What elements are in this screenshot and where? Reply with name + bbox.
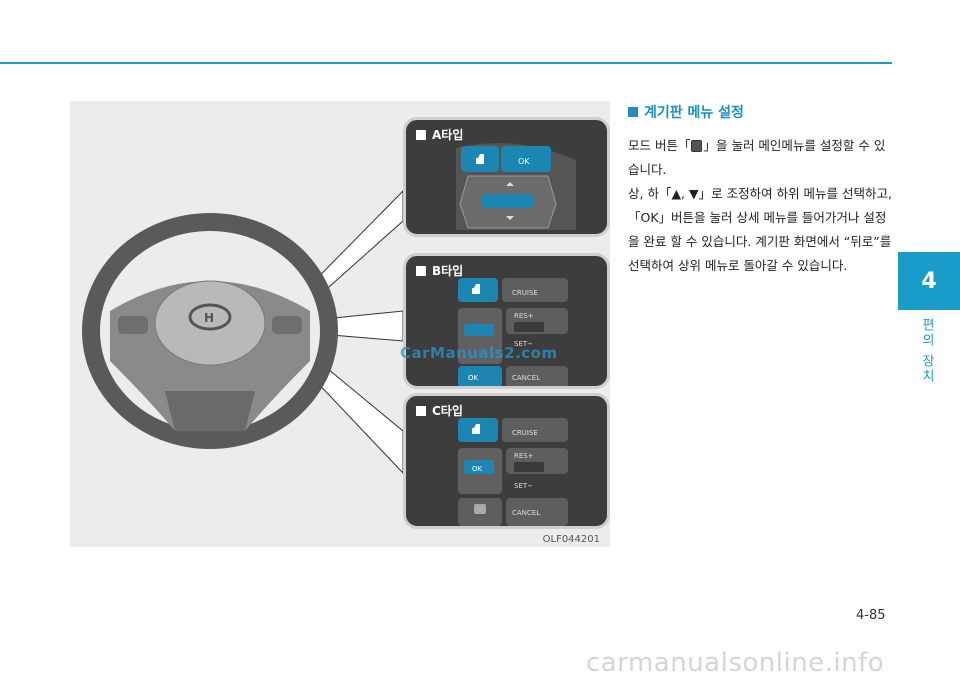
figure-code: OLF044201 <box>542 534 600 545</box>
panel-type-a: A타입 OK <box>403 117 610 237</box>
cruise-label: CRUISE <box>512 289 538 297</box>
mode-button-icon <box>691 140 703 152</box>
section-heading: 계기판 메뉴 설정 <box>628 102 892 122</box>
footer-site-name: carmanualsonline.info <box>586 648 885 678</box>
panel-type-b: B타입 CRUISE RES+ SET− OK CANCEL <box>403 253 610 389</box>
label-square-icon <box>416 129 426 140</box>
ok-button-label: OK <box>518 157 530 166</box>
cancel-label: CANCEL <box>512 509 540 517</box>
label-square-icon <box>416 265 426 276</box>
panel-type-b-label: B타입 <box>416 262 463 279</box>
paragraph-mode-button: 모드 버튼「」을 눌러 메인메뉴를 설정할 수 있습니다. <box>628 138 886 177</box>
cancel-label: CANCEL <box>512 374 540 382</box>
steering-wheel-illustration: H <box>82 189 404 475</box>
cruise-label: CRUISE <box>512 429 538 437</box>
res-label: RES+ <box>514 312 534 320</box>
type-b-controls: CRUISE RES+ SET− OK CANCEL <box>458 278 568 386</box>
header-rule <box>0 62 892 64</box>
page-number: 4-85 <box>856 608 886 623</box>
heading-square-icon <box>628 107 638 117</box>
set-label: SET− <box>514 340 533 348</box>
text-column: 계기판 메뉴 설정 모드 버튼「」을 눌러 메인메뉴를 설정할 수 있습니다. … <box>628 102 892 278</box>
paragraph-menu-navigation: 상, 하「▲, ▼」로 조정하여 하위 메뉴를 선택하고,「OK」버튼을 눌러 … <box>628 186 892 273</box>
section-title: 계기판 메뉴 설정 <box>644 105 744 121</box>
panel-type-a-label: A타입 <box>416 126 463 143</box>
panel-type-c: C타입 CRUISE OK RES+ SET− CANCEL <box>403 393 610 529</box>
type-c-controls: CRUISE OK RES+ SET− CANCEL <box>458 418 568 526</box>
svg-text:H: H <box>204 311 214 325</box>
panel-type-c-label: C타입 <box>416 402 463 419</box>
watermark: CarManuals2.com <box>400 344 558 362</box>
ok-label: OK <box>472 465 483 473</box>
ok-label: OK <box>468 374 479 382</box>
res-label: RES+ <box>514 452 534 460</box>
steering-wheel-figure: H A타입 OK B타입 CR <box>70 101 610 547</box>
chapter-name: 편의 장치 <box>919 318 934 385</box>
label-square-icon <box>416 405 426 416</box>
chapter-tab: 4 <box>898 252 960 310</box>
set-label: SET− <box>514 482 533 490</box>
type-a-controls: OK <box>456 143 576 230</box>
